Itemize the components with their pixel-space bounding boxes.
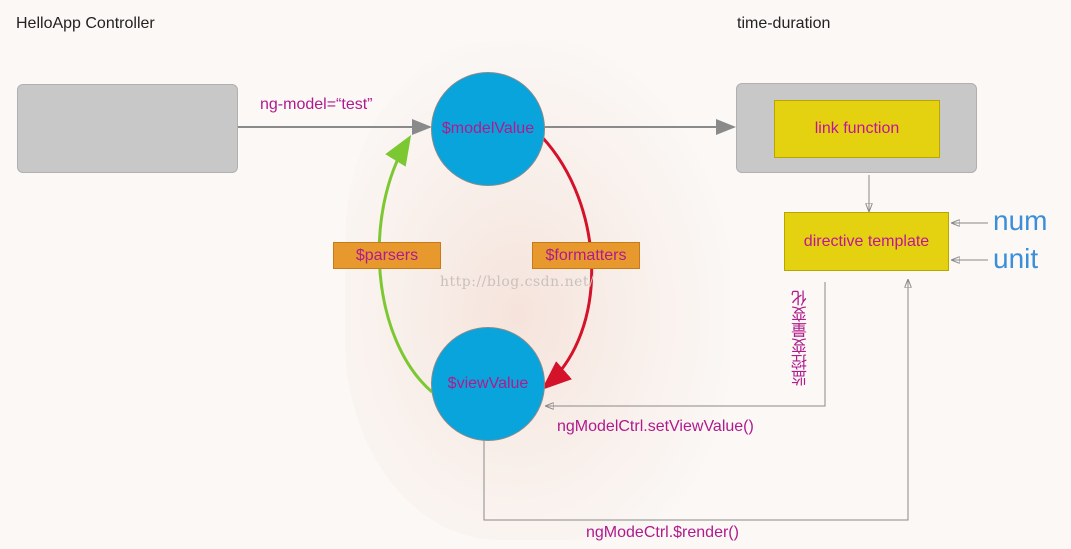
watch-change-label: 监控变量变化 — [793, 290, 810, 386]
watermark-text: http://blog.csdn.net/ — [440, 274, 595, 290]
num-input-label: num — [993, 205, 1048, 236]
model-value-node: $modelValue — [431, 72, 545, 186]
view-value-node: $viewValue — [431, 327, 545, 441]
set-view-value-label: ngModelCtrl.setViewValue() — [557, 418, 754, 435]
directive-title: time-duration — [737, 15, 831, 32]
parsers-tag: $parsers — [333, 242, 441, 269]
render-label: ngModeCtrl.$render() — [586, 524, 739, 541]
render-arrow — [483, 280, 908, 521]
set-view-value-arrow — [546, 282, 826, 406]
unit-input-label: unit — [993, 243, 1039, 274]
directive-template-box: directive template — [784, 212, 949, 271]
parsers-arrow — [377, 134, 433, 394]
controller-box — [17, 84, 238, 173]
ng-model-label: ng-model=“test” — [260, 96, 373, 113]
controller-title: HelloApp Controller — [16, 15, 155, 32]
formatters-tag: $formatters — [532, 242, 640, 269]
link-function-box: link function — [774, 100, 940, 158]
